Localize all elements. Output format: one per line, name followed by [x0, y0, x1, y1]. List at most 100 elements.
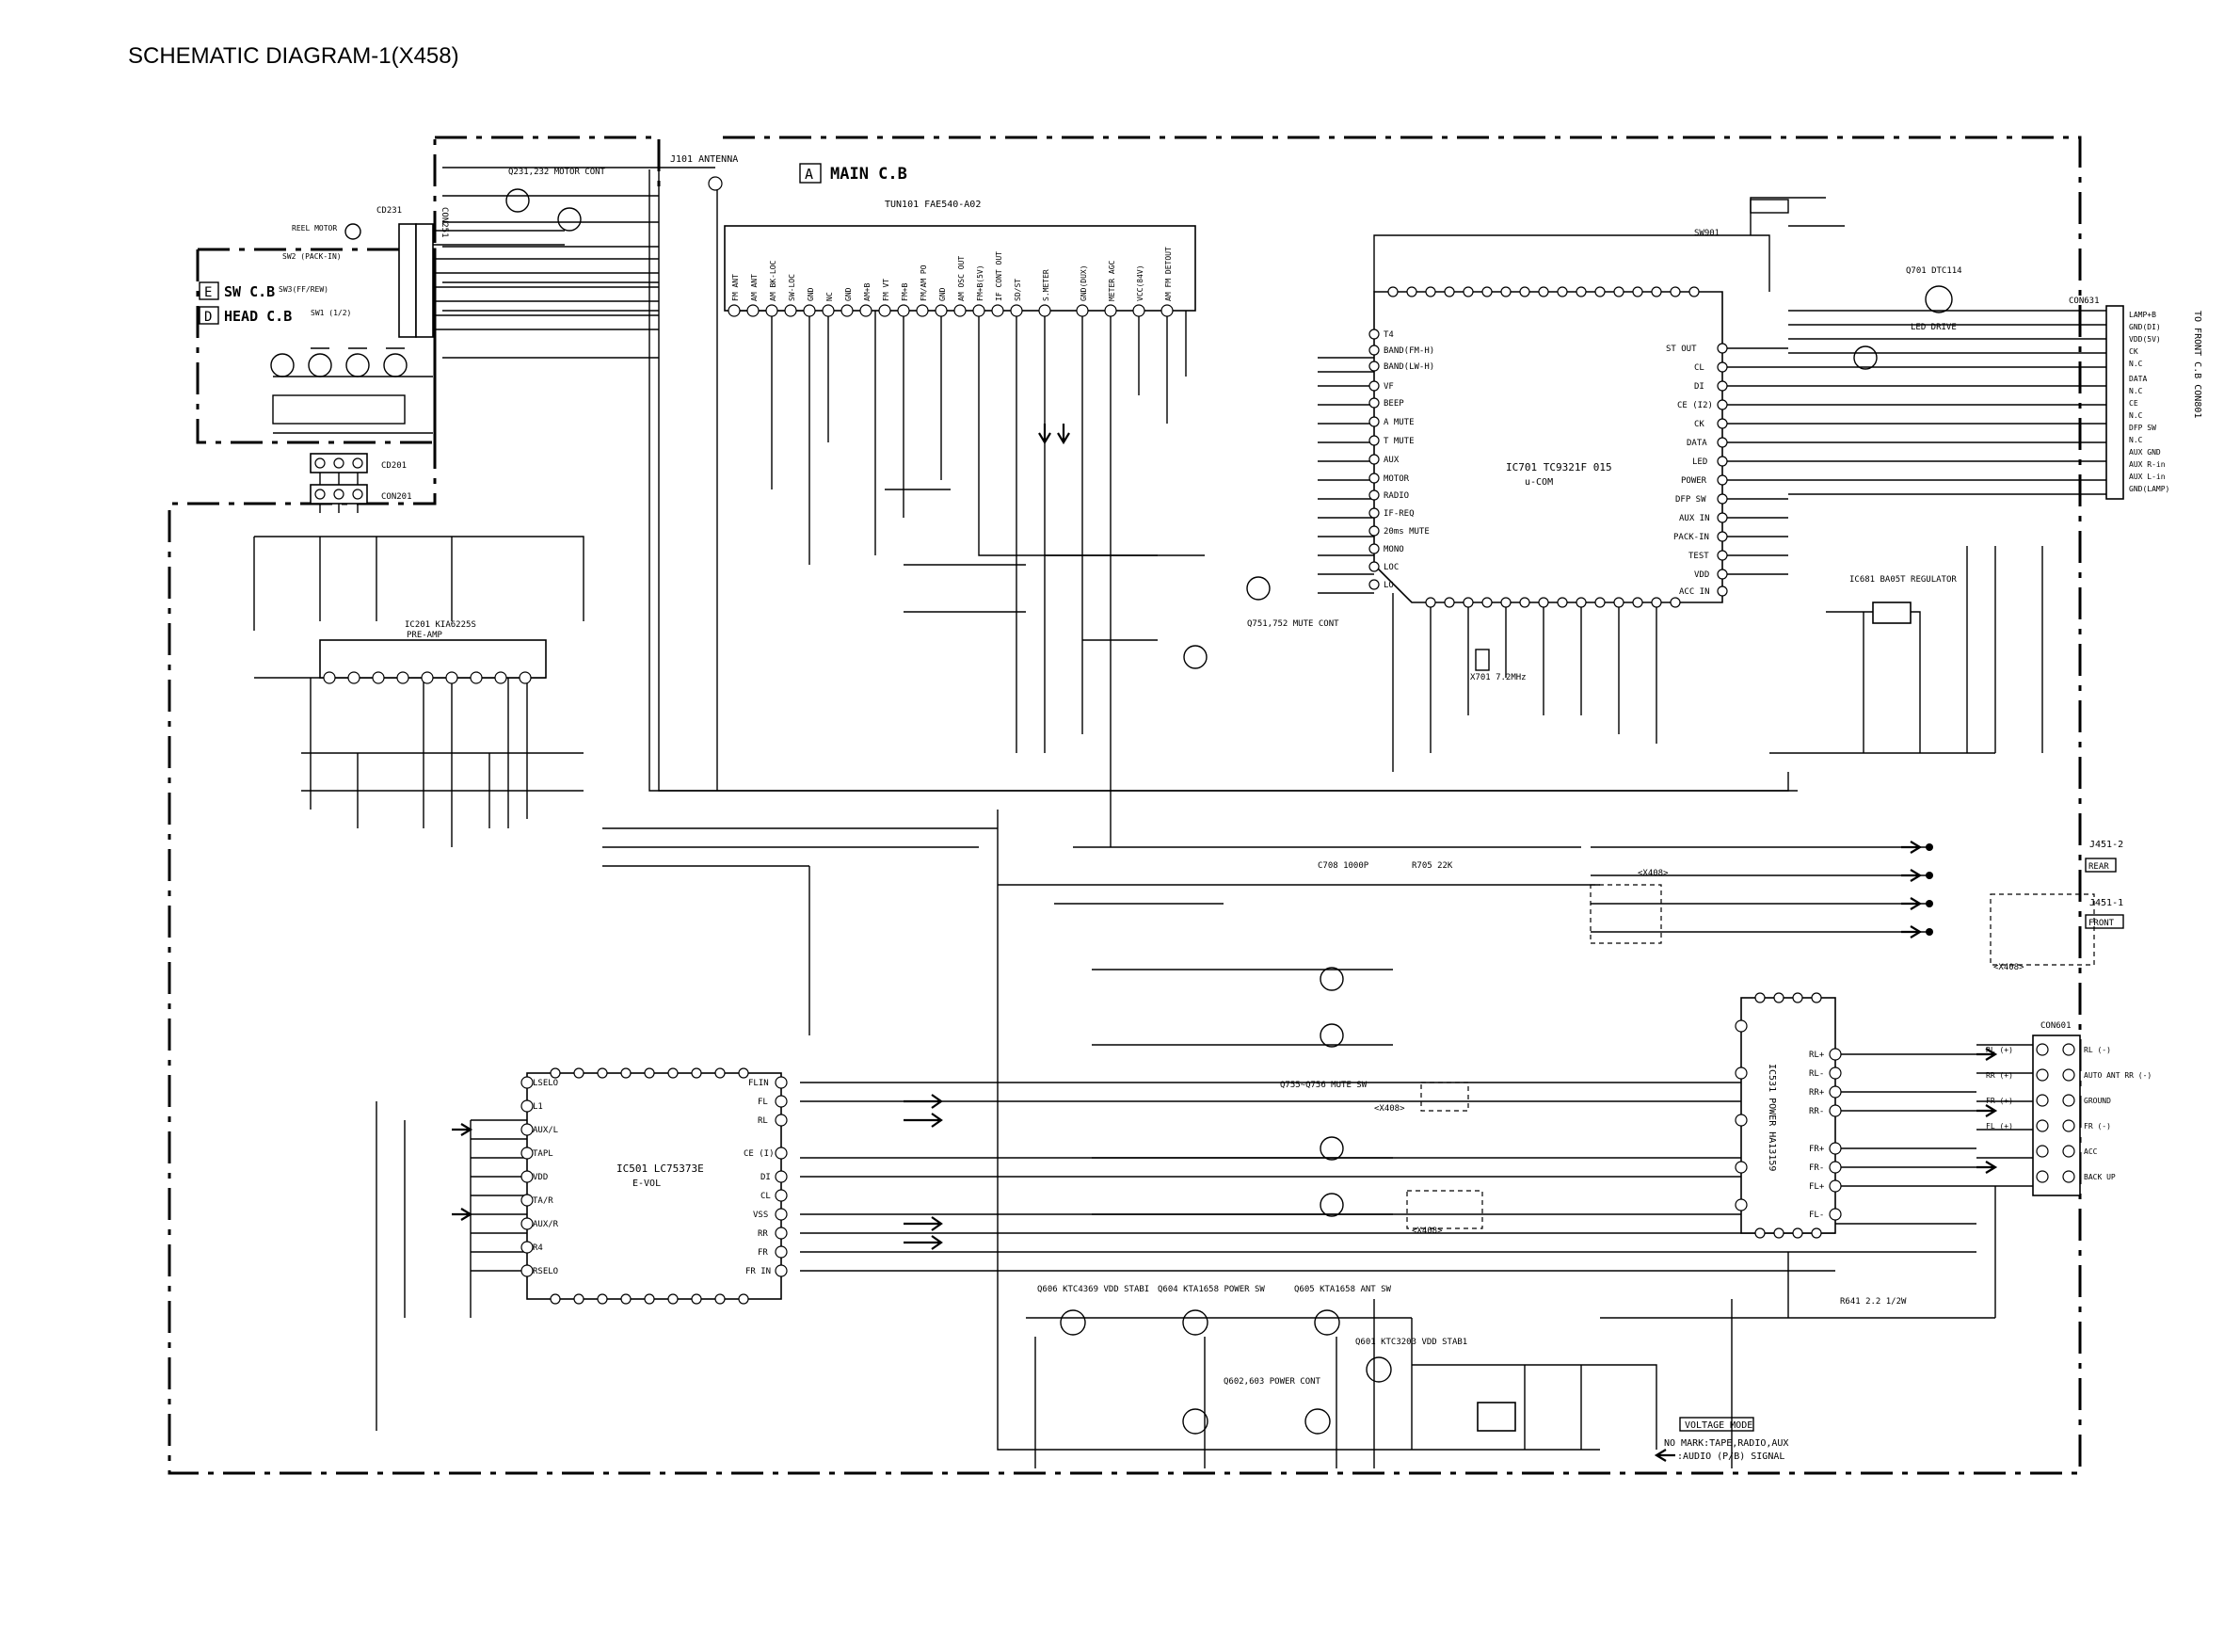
ic501-pin: AUX/L [533, 1126, 558, 1135]
con631-pins: LAMP+B GND(DI) VDD(5V) CK N.C DATA N.C C… [2129, 311, 2169, 493]
ic701-right-pins: ST OUT CL DI CE (I2) CK DATA LED POWER D… [1666, 343, 1728, 597]
ic501-pin: RL [758, 1116, 768, 1126]
ic501-pin: FL [758, 1098, 768, 1107]
ic701-pin: ACC IN [1679, 587, 1710, 597]
head-board-letter: D [204, 310, 212, 325]
tuner-pin-label: IF CONT OUT [995, 251, 1003, 301]
ic531-pin: FR+ [1809, 1145, 1825, 1154]
ic701-pin: T MUTE [1384, 437, 1415, 446]
con631-pin: GND(LAMP) [2129, 485, 2169, 493]
ic701-pin: DFP SW [1675, 495, 1706, 505]
con601-pin-left: RL (+) [1986, 1046, 2013, 1054]
con601-pin-right: GROUND [2084, 1097, 2111, 1105]
r705-label: R705 22K [1412, 861, 1453, 871]
ic701-pin: IF-REQ [1384, 509, 1415, 519]
con631-pin: CE [2129, 399, 2138, 408]
tuner-pin-labels: FM ANT AM ANT AM BK-LOC SW-LOC GND NC GN… [731, 247, 1173, 301]
antenna-label: J101 ANTENNA [670, 154, 738, 165]
con631-pin: N.C [2129, 411, 2143, 420]
j451-1-label: J451-1 [2089, 898, 2123, 908]
ic501-pin: FR [758, 1248, 768, 1258]
ic701-pin: DI [1694, 382, 1704, 392]
ic501-sub: E-VOL [632, 1179, 661, 1189]
sw901-block: SW901 Q701 DTC114 LED DRIVE [1694, 199, 1962, 370]
con601-pin-right: BACK UP [2084, 1173, 2116, 1181]
con601-pin-left: FR (+) [1986, 1097, 2013, 1105]
ic701-pin: PACK-IN [1673, 533, 1709, 542]
misc-labels: C708 1000P R705 22K R641 2.2 1/2W [1318, 861, 1907, 1307]
board-titles: A MAIN C.B E SW C.B D HEAD C.B [204, 165, 907, 325]
con601-pin-right: AUTO ANT RR (-) [2084, 1071, 2152, 1080]
tuner-pin-label: GND(DUX) [1080, 265, 1088, 301]
con601-connector: CON601 RL (+) RR (+) FR (+) FL (+) RL (-… [1986, 1021, 2152, 1196]
wiring [253, 167, 2108, 1468]
tuner-pin-label: NC [825, 292, 834, 301]
sw-board-letter: E [204, 285, 212, 300]
con631-pin: N.C [2129, 436, 2143, 444]
ic701-pin: A MUTE [1384, 418, 1415, 427]
rear-label: REAR [2088, 862, 2109, 872]
con601-pin-left: FL (+) [1986, 1122, 2013, 1131]
x408-label-c: <X408> [1374, 1104, 1405, 1114]
con631-pin: CK [2129, 347, 2138, 356]
con631-pin: LAMP+B [2129, 311, 2156, 319]
ic501-pin: R4 [533, 1243, 543, 1253]
voltage-mode-arrow: :AUDIO (P/B) SIGNAL [1677, 1452, 1784, 1462]
tuner-pin-label: FM+B(5V) [976, 265, 984, 301]
ic701-pin: RADIO [1384, 491, 1409, 501]
con601-pin-right: ACC [2084, 1147, 2098, 1156]
con601-pin-right: FR (-) [2084, 1122, 2111, 1131]
tuner-pin-label: AM ANT [750, 274, 759, 301]
ic701-pin: AUX IN [1679, 514, 1710, 523]
ic201-sub: PRE-AMP [407, 631, 443, 640]
ic701-pin: CE (I2) [1677, 401, 1713, 410]
con631-label: CON631 [2069, 297, 2100, 306]
ic701-pin: T4 [1384, 330, 1394, 340]
ic701-pin: 20ms MUTE [1384, 527, 1430, 537]
ic501-pin: CL [760, 1192, 771, 1201]
power-section: Q606 KTC4369 VDD STABI Q604 KTA1658 POWE… [1037, 1285, 1516, 1435]
ic701-pin: MONO [1384, 545, 1404, 554]
ic701-pin: LO [1384, 581, 1394, 590]
ic701-pin: BEEP [1384, 399, 1404, 409]
ic531-pin: RR- [1809, 1107, 1824, 1116]
tuner-pin-label: VCC(84V) [1136, 265, 1144, 301]
mute-switches: Q755~Q756 MUTE SW Q751,752 MUTE CONT [1183, 576, 1368, 1217]
mute-cont-label: Q751,752 MUTE CONT [1247, 619, 1339, 629]
tuner-pin-label: FM/AM PO [920, 265, 928, 301]
con631-pin: N.C [2129, 360, 2143, 368]
ic501-top-pins [550, 1067, 749, 1079]
con631-connector: CON631 LAMP+B GND(DI) VDD(5V) CK N.C DAT… [2069, 297, 2202, 500]
ic501-pin: CE (I) [744, 1149, 775, 1159]
sw3-label: SW3(FF/REW) [279, 285, 328, 294]
ic501-pin: TA/R [533, 1196, 553, 1206]
q701-label: Q701 DTC114 [1906, 266, 1962, 276]
ic701-pin: CL [1694, 363, 1704, 373]
ic701-pin: VF [1384, 382, 1394, 392]
tuner-pin-label: FM VT [882, 279, 890, 301]
ic501-pin: TAPL [533, 1149, 553, 1159]
q601-label: Q601 KTC3203 VDD STAB1 [1355, 1338, 1467, 1347]
x701-label: X701 7.2MHz [1470, 673, 1527, 682]
tuner-pin-label: AM FM DETOUT [1164, 247, 1173, 301]
ic701-pin: CK [1694, 420, 1704, 429]
cd231-label: CD231 [376, 206, 402, 216]
ic701-pin: TEST [1688, 552, 1709, 561]
ic501-pin: RR [758, 1229, 768, 1239]
page-title: SCHEMATIC DIAGRAM-1(X458) [128, 43, 459, 69]
tuner-pin-label: SD/ST [1014, 279, 1022, 301]
ic701-pin: POWER [1681, 476, 1707, 486]
ic501-pin: VSS [753, 1211, 768, 1220]
con631-pin: DATA [2129, 375, 2147, 383]
tuner-pin-label: SW-LOC [788, 274, 796, 301]
con631-pin: VDD(5V) [2129, 335, 2161, 344]
tuner-pin-label: GND [844, 287, 853, 301]
x408-label-a: <X408> [1638, 869, 1669, 878]
con201-label: CON201 [381, 492, 412, 502]
ic531-pin: FR- [1809, 1163, 1824, 1173]
ic501-pin: AUX/R [533, 1220, 559, 1229]
ic701-pin: BAND(FM-H) [1384, 346, 1434, 356]
con601-pins: RL (+) RR (+) FR (+) FL (+) RL (-) AUTO … [1986, 1043, 2152, 1183]
ic531-pin: FL+ [1809, 1182, 1825, 1192]
